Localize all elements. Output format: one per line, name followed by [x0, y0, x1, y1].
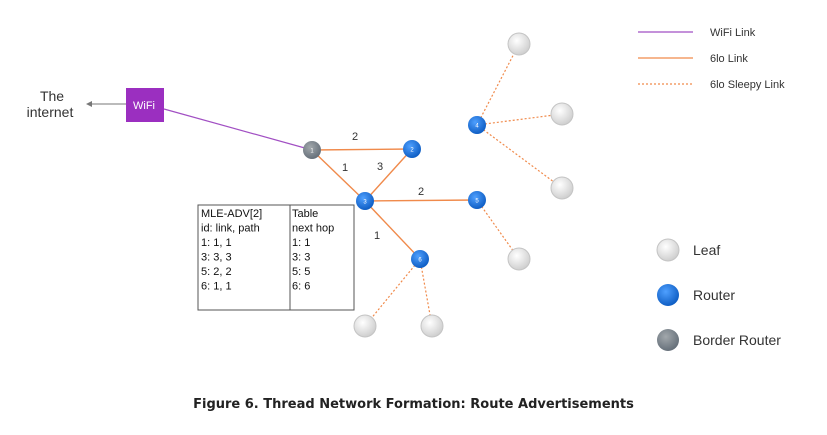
table-row: 5: 5 — [292, 266, 310, 278]
next-hop-table-box — [289, 204, 355, 311]
link-4-L3 — [476, 124, 563, 189]
table-row: next hop — [292, 223, 334, 235]
leaf-node — [550, 102, 574, 126]
link-5-L4 — [476, 199, 520, 260]
next-hop-table-text: Table next hop 1: 1 3: 3 5: 5 6: 6 — [292, 208, 334, 293]
internet-arrow — [86, 101, 126, 107]
link-cost-label: 2 — [418, 186, 424, 198]
route-table: MLE-ADV[2] id: link, path 1: 1, 1 3: 3, 3 5:… — [197, 204, 355, 311]
table-row: 3: 3 — [292, 252, 310, 264]
legend-node-label: Router — [693, 287, 735, 303]
table-row: 6: 1, 1 — [201, 281, 232, 293]
internet-label-line-1: The — [40, 88, 64, 104]
border-router-node — [303, 141, 321, 159]
leaf-node — [550, 176, 574, 200]
leaf-node — [507, 247, 531, 271]
table-row: 5: 2, 2 — [201, 266, 232, 278]
link-1-3 — [311, 149, 366, 202]
table-row: 6: 6 — [292, 281, 310, 293]
leaf-node — [420, 314, 444, 338]
legend-node-label: Border Router — [693, 332, 781, 348]
legend-line-label: WiFi Link — [710, 27, 756, 39]
router-node-2 — [403, 140, 421, 158]
router-node-3 — [356, 192, 374, 210]
legend-node-label: Leaf — [693, 242, 720, 258]
legend-border-symbol — [657, 329, 679, 351]
node-id-label: 5 — [475, 199, 479, 205]
node-id-label: 1 — [310, 149, 314, 155]
internet-label-line-2: internet — [27, 104, 74, 120]
link-wifi-1 — [163, 108, 313, 151]
wifi-box-label: WiFi — [133, 100, 155, 112]
link-2-3 — [364, 148, 413, 202]
legend-router-symbol — [657, 284, 679, 306]
router-node-4 — [468, 116, 486, 134]
link-3-5 — [364, 199, 478, 202]
network-nodes: 1 2 3 4 5 6 — [303, 32, 574, 338]
router-node-5 — [468, 191, 486, 209]
link-1-2 — [311, 148, 413, 151]
link-cost-label: 2 — [352, 131, 358, 143]
figure-caption: Figure 6. Thread Network Formation: Rout… — [193, 397, 634, 412]
router-node-6 — [411, 250, 429, 268]
node-id-label: 6 — [418, 258, 422, 264]
leaf-node — [353, 314, 377, 338]
link-cost-label: 3 — [377, 161, 383, 173]
table-row: 1: 1 — [292, 237, 310, 249]
mle-adv-table-box — [197, 204, 291, 311]
table-row: Table — [292, 208, 318, 220]
node-id-label: 4 — [475, 124, 479, 130]
link-cost-label: 1 — [342, 162, 348, 174]
link-4-L2 — [476, 113, 563, 126]
link-3-6 — [364, 200, 421, 260]
network-links: 2 1 3 2 1 — [163, 43, 563, 327]
leaf-node — [507, 32, 531, 56]
link-6-L5 — [364, 258, 421, 327]
link-4-L1 — [476, 43, 520, 126]
node-id-label: 2 — [410, 148, 414, 154]
node-id-label: 3 — [363, 200, 367, 206]
table-row: id: link, path — [201, 223, 260, 235]
wifi-access-point — [126, 88, 164, 122]
table-row: 3: 3, 3 — [201, 252, 232, 264]
link-cost-label: 1 — [374, 230, 380, 242]
legend-line-label: 6lo Link — [710, 53, 748, 65]
mle-adv-table-text: MLE-ADV[2] id: link, path 1: 1, 1 3: 3, 3 5:… — [201, 208, 262, 293]
table-row: MLE-ADV[2] — [201, 208, 262, 220]
legend-leaf-symbol — [656, 238, 680, 262]
legend-line-label: 6lo Sleepy Link — [710, 79, 785, 91]
link-legend: WiFi Link 6lo Link 6lo Sleepy Link — [638, 27, 785, 91]
table-row: 1: 1, 1 — [201, 237, 232, 249]
